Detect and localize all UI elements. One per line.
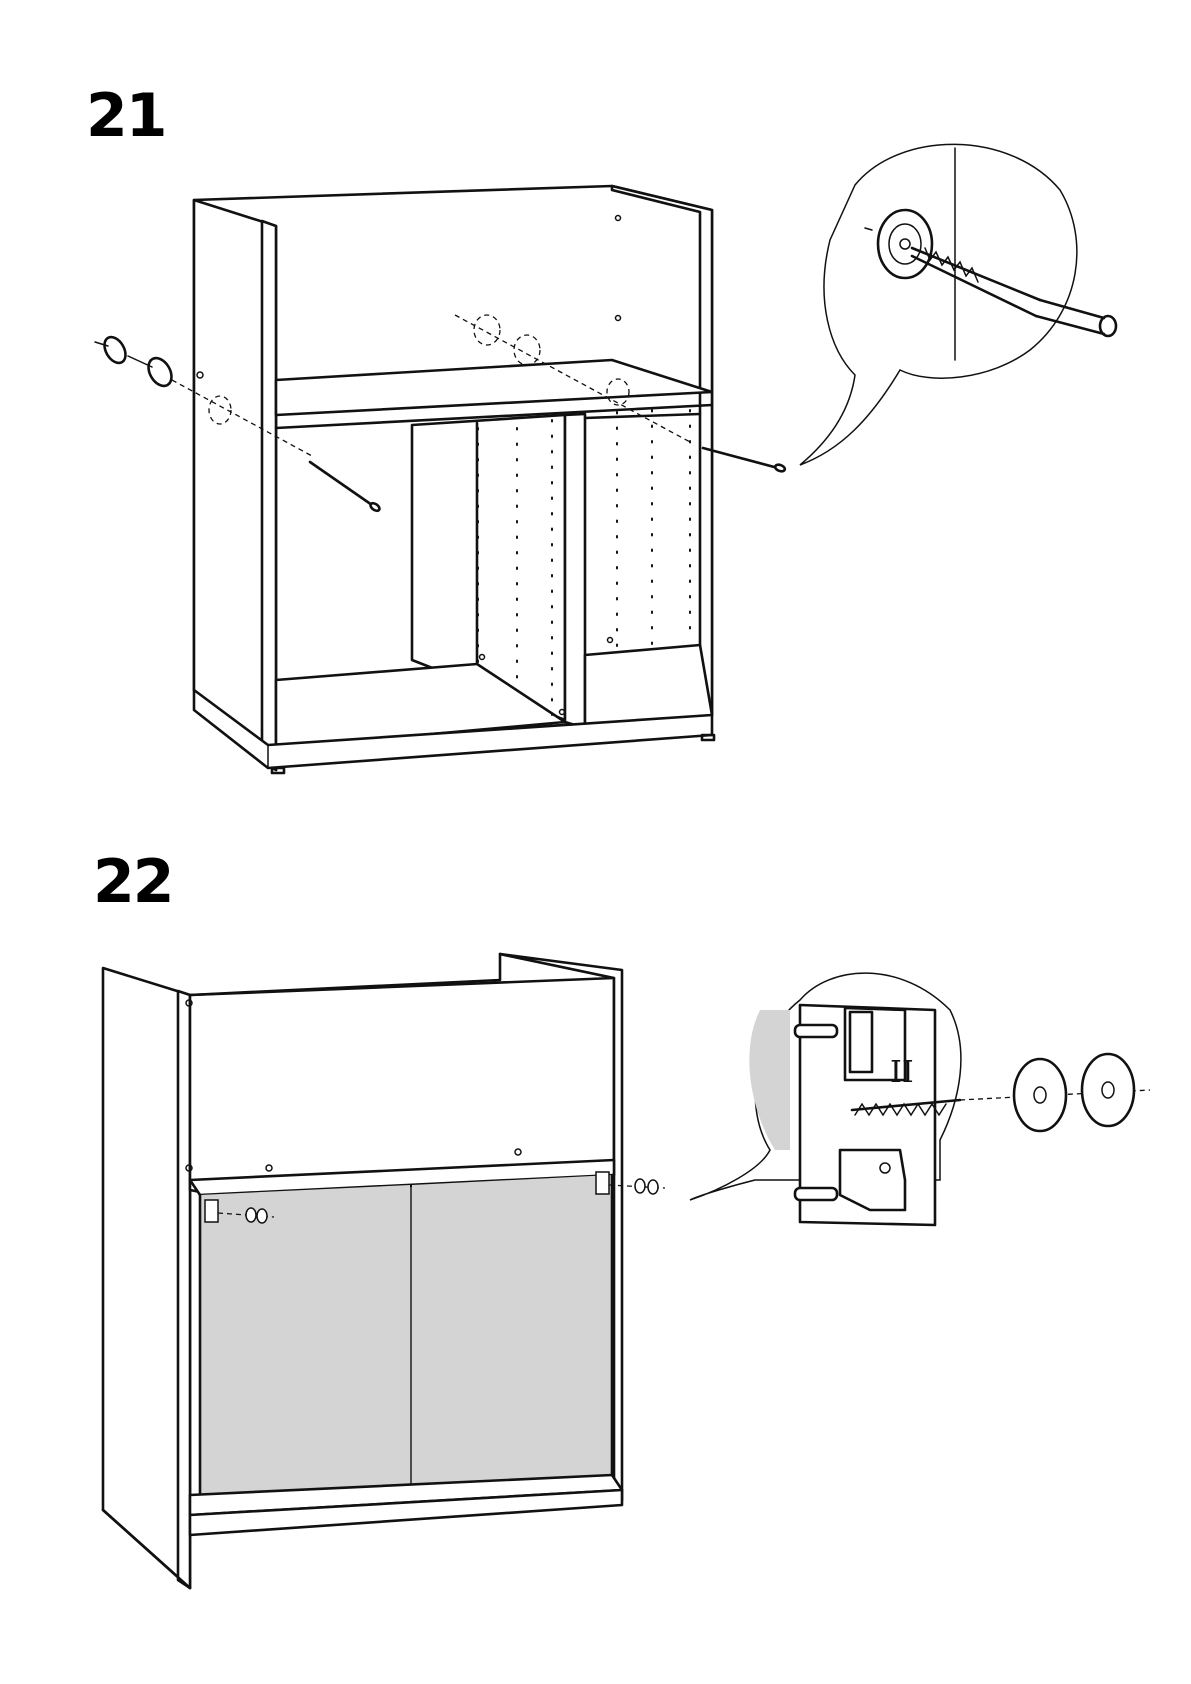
magnifier-callout-icon: II (690, 973, 1150, 1225)
magnifier-callout-icon (800, 144, 1116, 465)
roman-numeral-label: II (890, 1055, 914, 1090)
step21-cabinet (95, 186, 786, 773)
screw-icon (703, 448, 786, 473)
spacer-icon (1014, 1054, 1134, 1131)
step22-cabinet (103, 954, 665, 1588)
cam-lock-icon (95, 333, 176, 390)
